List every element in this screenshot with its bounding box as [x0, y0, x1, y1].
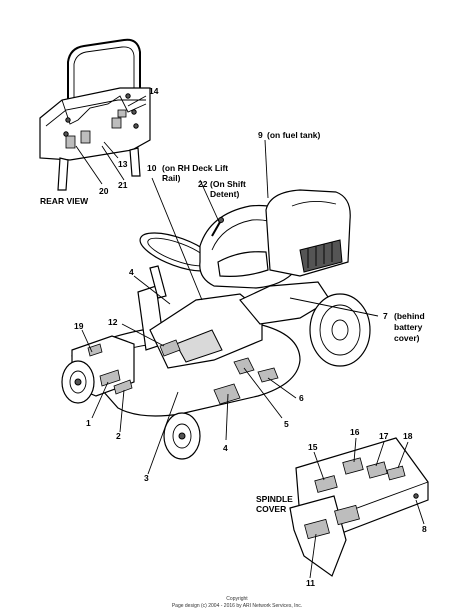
cover-decal-18	[386, 465, 406, 481]
rear-view-drawing	[39, 38, 151, 191]
decal-21	[80, 130, 91, 144]
callout-14: 14	[149, 86, 159, 96]
callout-22-note-2: Detent)	[210, 189, 239, 199]
spindle-cover-title-1: SPINDLE	[256, 494, 293, 504]
callout-20: 20	[99, 186, 109, 196]
rear-view-title: REAR VIEW	[40, 196, 89, 206]
callout-22-note-1: (On Shift	[210, 179, 246, 189]
callout-10-note-2: Rail)	[162, 173, 181, 183]
mower-drawing	[61, 189, 371, 460]
cover-decal-17	[366, 461, 388, 479]
callout-7-note-1: (behind	[394, 311, 425, 321]
callout-9-note: (on fuel tank)	[267, 130, 321, 140]
callout-22: 22	[198, 179, 208, 189]
front-decal-2	[113, 379, 133, 395]
deck-decal-4	[213, 383, 241, 405]
cover-decal-15	[314, 475, 338, 493]
footer-copyright: Copyright	[226, 596, 248, 602]
deck-decal-5	[233, 357, 255, 375]
cover-decal-16	[342, 457, 364, 475]
front-decal-1	[99, 369, 121, 387]
callout-7-note-3: cover)	[394, 333, 420, 343]
callout-10: 10	[147, 163, 157, 173]
cover-decal-8	[334, 504, 360, 526]
callout-5: 5	[284, 419, 289, 429]
deck-decal-6	[257, 367, 279, 383]
callout-8: 8	[422, 524, 427, 534]
callout-17: 17	[379, 431, 389, 441]
dash-decal-12	[159, 339, 181, 357]
decal-14	[117, 109, 127, 118]
callout-2: 2	[116, 431, 121, 441]
callout-3: 3	[144, 473, 149, 483]
leader-lines	[75, 95, 425, 579]
decal-20	[65, 135, 76, 149]
front-decal-19	[87, 343, 103, 357]
callout-7: 7	[383, 311, 388, 321]
spindle-cover-drawing	[289, 437, 429, 577]
callout-6: 6	[299, 393, 304, 403]
callout-9: 9	[258, 130, 263, 140]
callout-11: 11	[306, 578, 315, 588]
callout-15: 15	[308, 442, 318, 452]
spindle-cover-title-2: COVER	[256, 504, 286, 514]
callout-10-note-1: (on RH Deck Lift	[162, 163, 228, 173]
callout-19: 19	[74, 321, 84, 331]
callout-18: 18	[403, 431, 413, 441]
footer-page-design: Page design (c) 2004 - 2016 by ARI Netwo…	[172, 603, 302, 609]
callout-13: 13	[118, 159, 128, 169]
footer: Copyright Page design (c) 2004 - 2016 by…	[172, 596, 302, 609]
callout-1: 1	[86, 418, 91, 428]
callout-21: 21	[118, 180, 128, 190]
cover-decal-11	[304, 518, 330, 540]
callout-7-note-2: battery	[394, 322, 423, 332]
callout-labels: REAR VIEW 14 13 21 20 9 (on fuel tank) 1…	[40, 86, 427, 588]
callout-12: 12	[108, 317, 118, 327]
callout-4-upper: 4	[129, 267, 134, 277]
decal-13	[111, 117, 122, 129]
callout-16: 16	[350, 427, 360, 437]
callout-4-lower: 4	[223, 443, 228, 453]
